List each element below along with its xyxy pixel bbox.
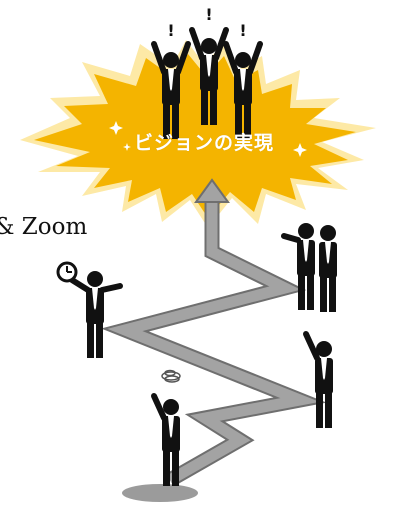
sparkle-icon [109,121,307,157]
pointing-pair [281,223,337,312]
vision-burst [20,40,376,228]
person-waving [303,331,333,428]
person-celebrating-left: ! [151,21,191,139]
exclamation-icon: ! [239,21,246,40]
celebrating-team: ! ! ! [151,5,263,139]
zoom-label: & Zoom [0,214,88,240]
arrow-up-icon [194,178,230,203]
exclamation-icon: ! [167,21,174,40]
exclamation-icon: ! [205,5,212,24]
tangle-icon [161,369,181,383]
clock-icon [56,261,78,283]
winding-path [101,178,327,487]
ground-shadow [122,484,198,502]
vision-title: ビジョンの実現 [133,132,274,154]
person-confused [151,369,181,486]
person-with-clock [56,261,123,358]
person-celebrating-right: ! [223,21,263,139]
person-celebrating-center: ! [189,5,229,125]
